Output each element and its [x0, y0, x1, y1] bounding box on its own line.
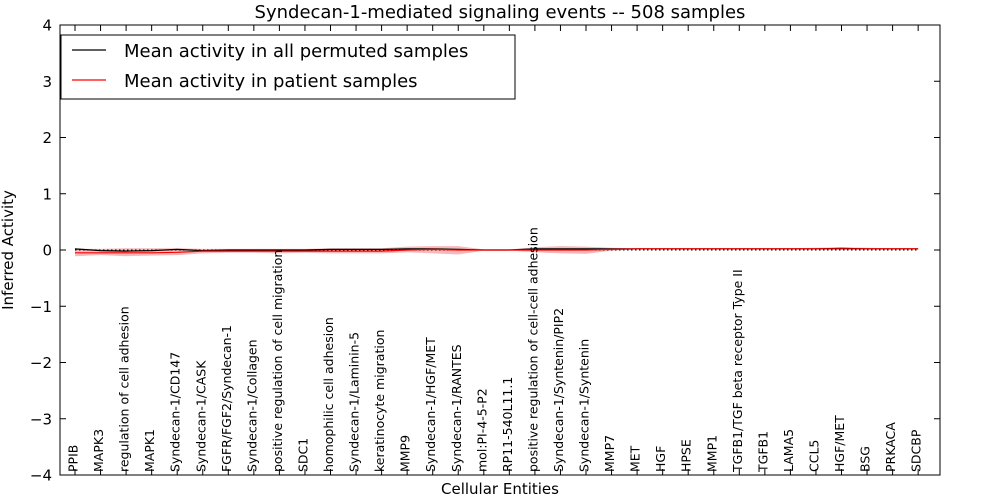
x-category-label: Syndecan-1/CASK — [193, 360, 208, 472]
legend-label-patient: Mean activity in patient samples — [124, 71, 418, 92]
x-category-label: PPIB — [66, 445, 81, 472]
x-category-label: Syndecan-1/Laminin-5 — [347, 332, 362, 472]
x-category-label: MET — [628, 445, 643, 472]
x-category-label: keratinocyte migration — [372, 330, 387, 472]
x-axis-label: Cellular Entities — [441, 480, 559, 498]
x-category-label: FGFR/FGF2/Syndecan-1 — [219, 325, 234, 472]
x-category-label: mol:PI-4-5-P2 — [474, 388, 489, 472]
x-axis-ticks — [74, 25, 919, 475]
x-category-label: HGF — [653, 446, 668, 472]
x-category-label: MMP9 — [398, 435, 413, 472]
x-category-label: Syndecan-1/Collagen — [244, 339, 259, 472]
x-category-label: homophilic cell adhesion — [321, 317, 336, 472]
x-category-label: MAPK3 — [91, 429, 106, 472]
x-category-label: CCL5 — [806, 440, 821, 472]
legend-label-permuted: Mean activity in all permuted samples — [124, 41, 468, 62]
x-category-label: regulation of cell adhesion — [117, 306, 132, 472]
series-line-patient — [75, 248, 919, 254]
x-category-label: Syndecan-1/CD147 — [168, 352, 183, 472]
x-category-label: Syndecan-1/RANTES — [449, 344, 464, 472]
x-category-label: MMP1 — [704, 435, 719, 472]
x-category-label: Syndecan-1/Syntenin — [577, 339, 592, 472]
x-category-label: positive regulation of cell-cell adhesio… — [525, 227, 540, 472]
x-category-label: SDC1 — [295, 438, 310, 472]
x-category-label: Syndecan-1/HGF/MET — [423, 337, 438, 472]
x-category-label: HPSE — [679, 439, 694, 472]
x-category-label: SDCBP — [909, 429, 924, 472]
y-tick-label: −3 — [30, 410, 52, 428]
x-category-label: Syndecan-1/Syntenin/PIP2 — [551, 308, 566, 472]
y-tick-label: 2 — [42, 129, 52, 147]
y-tick-label: −4 — [30, 467, 52, 485]
y-axis-label: Inferred Activity — [0, 190, 17, 310]
y-tick-label: 0 — [42, 242, 52, 260]
x-category-label: RP11-540L11.1 — [500, 377, 515, 472]
x-category-label: BSG — [858, 446, 873, 472]
x-category-label: HGF/MET — [832, 415, 847, 472]
y-tick-label: 3 — [42, 73, 52, 91]
x-category-label: PRKACA — [883, 422, 898, 472]
x-category-label: LAMA5 — [781, 429, 796, 472]
y-axis-ticks: −4 −3 −2 −1 0 1 2 3 4 — [30, 17, 940, 485]
x-category-label: MAPK1 — [142, 429, 157, 472]
x-category-label: MMP7 — [602, 435, 617, 472]
y-tick-label: −2 — [30, 354, 52, 372]
y-tick-label: 4 — [42, 17, 52, 35]
legend: Mean activity in all permuted samples Me… — [60, 34, 516, 100]
x-category-label: positive regulation of cell migration — [270, 250, 285, 472]
legend-box — [60, 34, 516, 100]
series-layer — [74, 247, 919, 254]
x-category-label: TGFB1 — [755, 431, 770, 473]
x-category-label: TGFB1/TGF beta receptor Type II — [730, 269, 745, 473]
chart-title: Syndecan-1-mediated signaling events -- … — [255, 2, 746, 23]
y-tick-label: −1 — [30, 298, 52, 316]
y-tick-label: 1 — [42, 185, 52, 203]
